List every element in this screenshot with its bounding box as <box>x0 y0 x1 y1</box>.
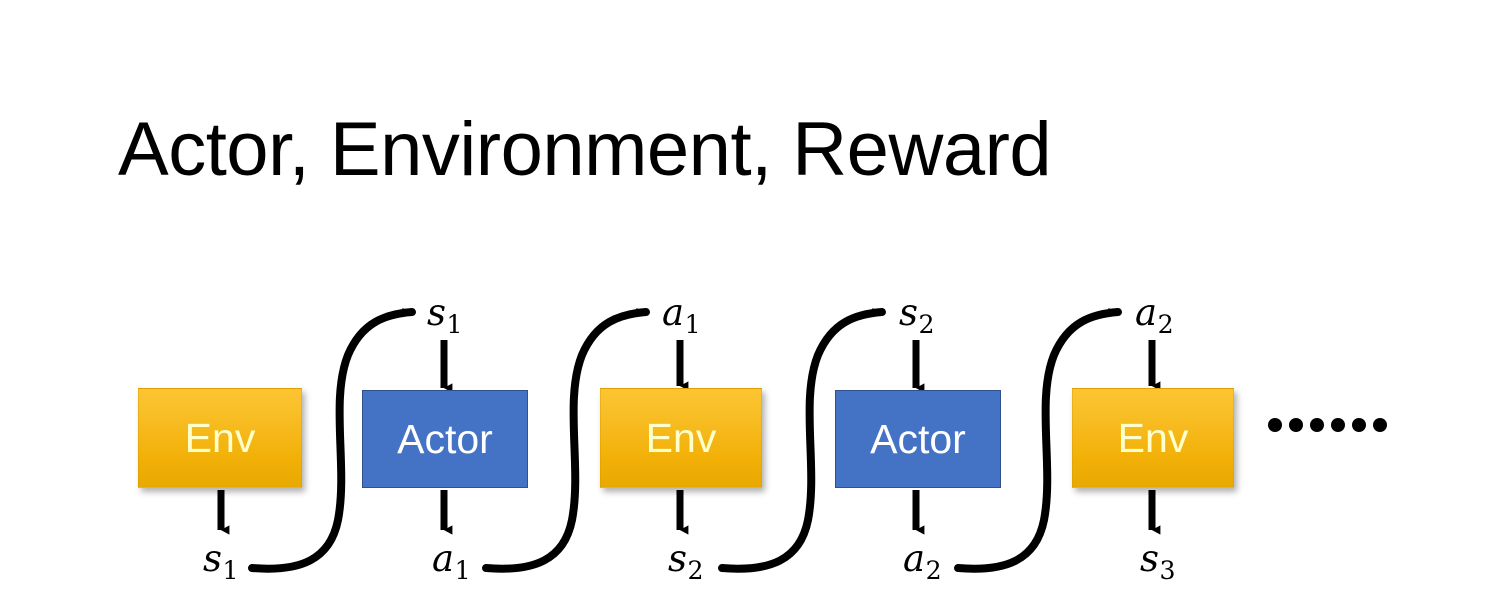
label-subscript: 1 <box>454 556 471 586</box>
ellipsis-dot <box>1268 418 1282 432</box>
ellipsis-dot <box>1331 418 1345 432</box>
node-env-3[interactable]: Env <box>1072 388 1234 488</box>
label-variable: s <box>668 537 687 580</box>
math-label-top-s2: s2 <box>899 294 935 337</box>
math-label-top-a1: a1 <box>662 294 701 337</box>
ellipsis-dot <box>1373 418 1387 432</box>
node-env-1[interactable]: Env <box>138 388 302 488</box>
label-subscript: 2 <box>1157 310 1174 340</box>
ellipsis-continuation <box>1268 418 1387 432</box>
ellipsis-dot <box>1310 418 1324 432</box>
label-variable: a <box>1135 291 1158 334</box>
ellipsis-dot <box>1289 418 1303 432</box>
math-label-top-s1: s1 <box>427 294 463 337</box>
label-subscript: 2 <box>918 310 935 340</box>
math-label-bot-a2: a2 <box>903 540 942 583</box>
node-label: Env <box>645 414 717 461</box>
node-actor-2[interactable]: Actor <box>835 390 1001 488</box>
label-subscript: 1 <box>684 310 701 340</box>
node-actor-1[interactable]: Actor <box>362 390 528 488</box>
label-subscript: 2 <box>925 556 942 586</box>
label-variable: s <box>1140 537 1159 580</box>
ellipsis-dot-group <box>1331 418 1387 432</box>
ellipsis-dot-group <box>1268 418 1324 432</box>
label-variable: s <box>427 291 446 334</box>
math-label-bot-a1: a1 <box>432 540 471 583</box>
math-label-bot-s2: s2 <box>668 540 704 583</box>
label-variable: a <box>662 291 685 334</box>
label-variable: a <box>903 537 926 580</box>
label-subscript: 1 <box>222 556 239 586</box>
node-label: Actor <box>870 415 966 462</box>
node-label: Actor <box>397 415 493 462</box>
label-variable: a <box>432 537 455 580</box>
node-label: Env <box>184 414 256 461</box>
page-title: Actor, Environment, Reward <box>118 107 1052 192</box>
math-label-bot-s3: s3 <box>1140 540 1176 583</box>
label-subscript: 1 <box>446 310 463 340</box>
label-subscript: 2 <box>687 556 704 586</box>
label-variable: s <box>899 291 918 334</box>
node-env-2[interactable]: Env <box>600 388 762 488</box>
ellipsis-dot <box>1352 418 1366 432</box>
label-variable: s <box>203 537 222 580</box>
node-label: Env <box>1117 414 1189 461</box>
math-label-bot-s1: s1 <box>203 540 239 583</box>
label-subscript: 3 <box>1159 556 1176 586</box>
math-label-top-a2: a2 <box>1135 294 1174 337</box>
